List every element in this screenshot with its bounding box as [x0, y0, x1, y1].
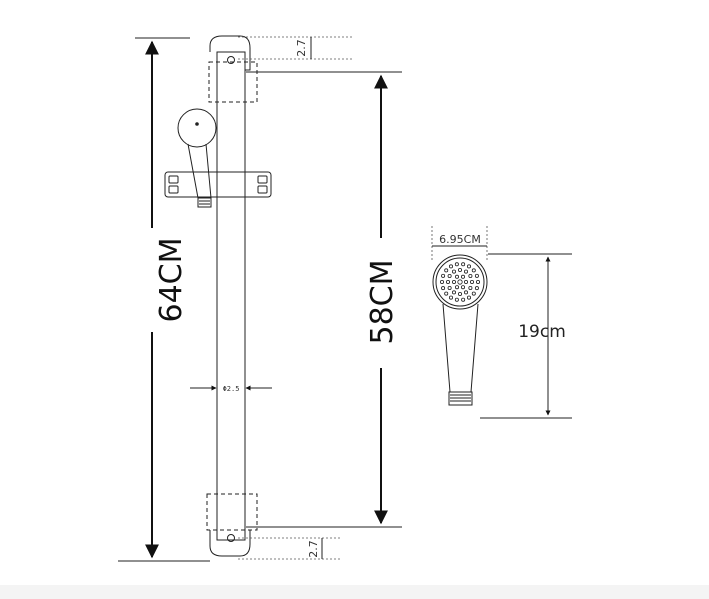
overall-height-dimension: 64CM [118, 37, 210, 562]
nozzle-dot [454, 285, 459, 290]
shower-head [432, 254, 488, 310]
nozzle-dot [457, 267, 462, 272]
holder-body [164, 171, 272, 198]
slide-bar [206, 35, 258, 557]
nozzle-dot [475, 279, 480, 284]
mounted-connector [197, 197, 212, 208]
nozzle-dot [461, 262, 466, 267]
bar-length-dimension: 58CM [246, 71, 402, 528]
nozzle-dot [471, 268, 476, 273]
nozzle-dot [441, 286, 446, 291]
bar-body [216, 51, 246, 541]
nozzle-dot [463, 290, 468, 295]
nozzle-dot [466, 295, 471, 300]
nozzle-dot [451, 269, 456, 274]
nozzle-dot [460, 274, 465, 279]
nozzle-dot [448, 295, 453, 300]
mounted-head [177, 108, 217, 148]
bar-length-label: 58CM [365, 259, 400, 344]
nozzle-dot [463, 279, 468, 284]
handset-handle [442, 303, 479, 393]
nozzle-dot [468, 285, 473, 290]
bottom-bracket-hidden [206, 493, 258, 531]
nozzle-dot [474, 273, 479, 278]
nozzle-dot [471, 291, 476, 296]
top-bracket-hidden [208, 61, 258, 103]
handset-length-label: 19cm [518, 322, 566, 342]
top-offset-dimension: 2.7 [238, 36, 352, 60]
bottom-screw-hole [227, 534, 235, 542]
nozzle-dot [447, 273, 452, 278]
nozzle-dot [466, 264, 471, 269]
nozzle-pattern [439, 262, 480, 302]
mounted-handset [177, 108, 217, 208]
bottom-offset-label: 2.7 [307, 540, 320, 558]
nozzle-dot [441, 273, 446, 278]
handset-detail: 6.95CM 19cm [431, 226, 572, 419]
nozzle-dot [468, 273, 473, 278]
slider-holder [164, 171, 272, 198]
top-screw-hole [227, 56, 235, 64]
nozzle-dot [457, 279, 463, 285]
bottom-offset-dimension: 2.7 [238, 537, 340, 560]
nozzle-dot [444, 291, 449, 296]
nozzle-dot [463, 269, 468, 274]
nozzle-dot [439, 279, 444, 284]
nozzle-dot [448, 264, 453, 269]
bar-diameter-dimension: Φ2.5 [190, 385, 272, 393]
nozzle-dot [444, 268, 449, 273]
top-bracket [209, 35, 251, 71]
nozzle-dot [469, 279, 474, 284]
nozzle-dot [445, 279, 450, 284]
nozzle-dot [447, 285, 452, 290]
footer-strip [0, 585, 709, 599]
nozzle-dot [474, 286, 479, 291]
bottom-bracket [209, 530, 251, 557]
bar-diameter-label: Φ2.5 [223, 385, 240, 393]
total-height-label: 64CM [154, 237, 189, 322]
mounted-head-center [195, 122, 199, 126]
head-width-label: 6.95CM [439, 233, 481, 246]
nozzle-dot [457, 291, 462, 296]
nozzle-dot [461, 297, 466, 302]
nozzle-dot [454, 297, 459, 302]
nozzle-dot [451, 290, 456, 295]
top-offset-label: 2.7 [295, 39, 308, 57]
handset-connector [448, 391, 473, 406]
mounted-handle [187, 143, 212, 199]
nozzle-dot [460, 285, 465, 290]
nozzle-dot [454, 262, 459, 267]
nozzle-dot [451, 279, 456, 284]
nozzle-dot [454, 274, 459, 279]
